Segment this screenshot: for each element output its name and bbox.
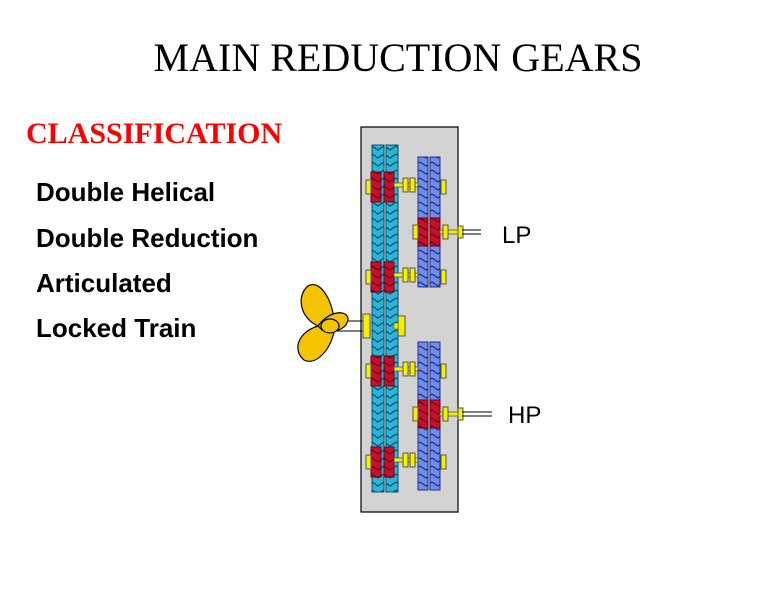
propeller-shaft [336,313,406,339]
second-reduction-pinion-2 [365,261,447,293]
second-reduction-pinion-4 [365,446,447,478]
second-reduction-pinion-3 [365,355,447,387]
propeller-icon [297,284,349,362]
page-title: MAIN REDUCTION GEARS [153,35,643,80]
second-reduction-pinion-1 [365,171,447,203]
hp-turbine-label: HP [508,402,542,429]
classification-item-double-reduction: Double Reduction [36,223,259,253]
classification-heading: CLASSIFICATION [26,117,283,150]
hp-first-reduction-pinion [412,399,492,429]
bull-gear [371,144,399,493]
classification-item-double-helical: Double Helical [36,177,216,207]
lp-turbine-label: LP [502,222,532,249]
classification-item-articulated: Articulated [36,268,172,298]
classification-item-locked-train: Locked Train [36,313,197,343]
lp-first-reduction-pinion [412,217,481,247]
